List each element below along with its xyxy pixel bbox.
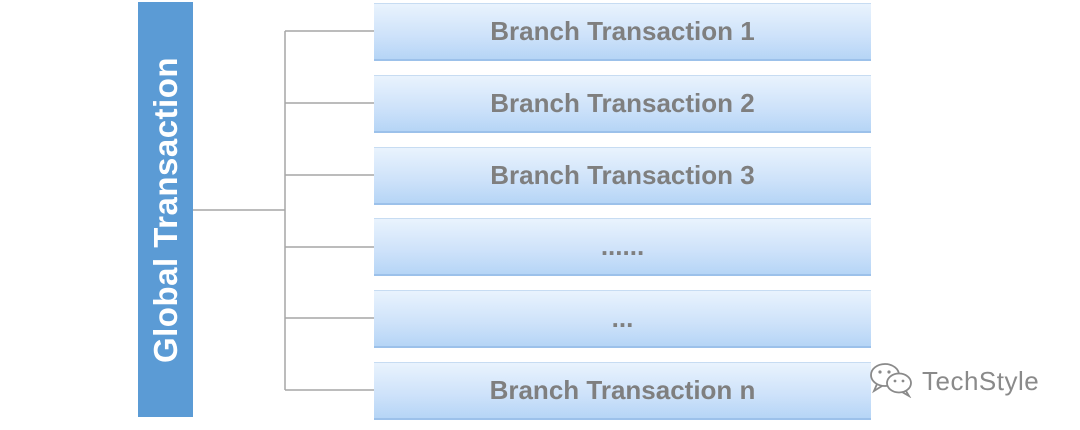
branch-ellipsis-label: ... [611,303,634,333]
watermark-text: TechStyle [922,366,1040,396]
branch-transaction-label: Branch Transaction 2 [490,88,755,118]
branch-ellipsis-node: ...... [374,218,871,276]
branch-transaction-label: Branch Transaction 3 [490,160,755,190]
wechat-icon [868,360,916,403]
watermark: TechStyle [868,360,1039,403]
branch-transaction-label: Branch Transaction n [489,375,756,405]
branch-ellipsis-label: ...... [600,231,645,261]
branch-transaction-node: Branch Transaction n [374,362,871,420]
branch-ellipsis-node: ... [374,290,871,348]
branch-transaction-label: Branch Transaction 1 [490,16,755,46]
branch-transaction-node: Branch Transaction 1 [374,3,871,61]
global-transaction-node: Global Transaction [138,2,193,417]
branch-transaction-node: Branch Transaction 2 [374,75,871,133]
branch-transaction-node: Branch Transaction 3 [374,147,871,205]
